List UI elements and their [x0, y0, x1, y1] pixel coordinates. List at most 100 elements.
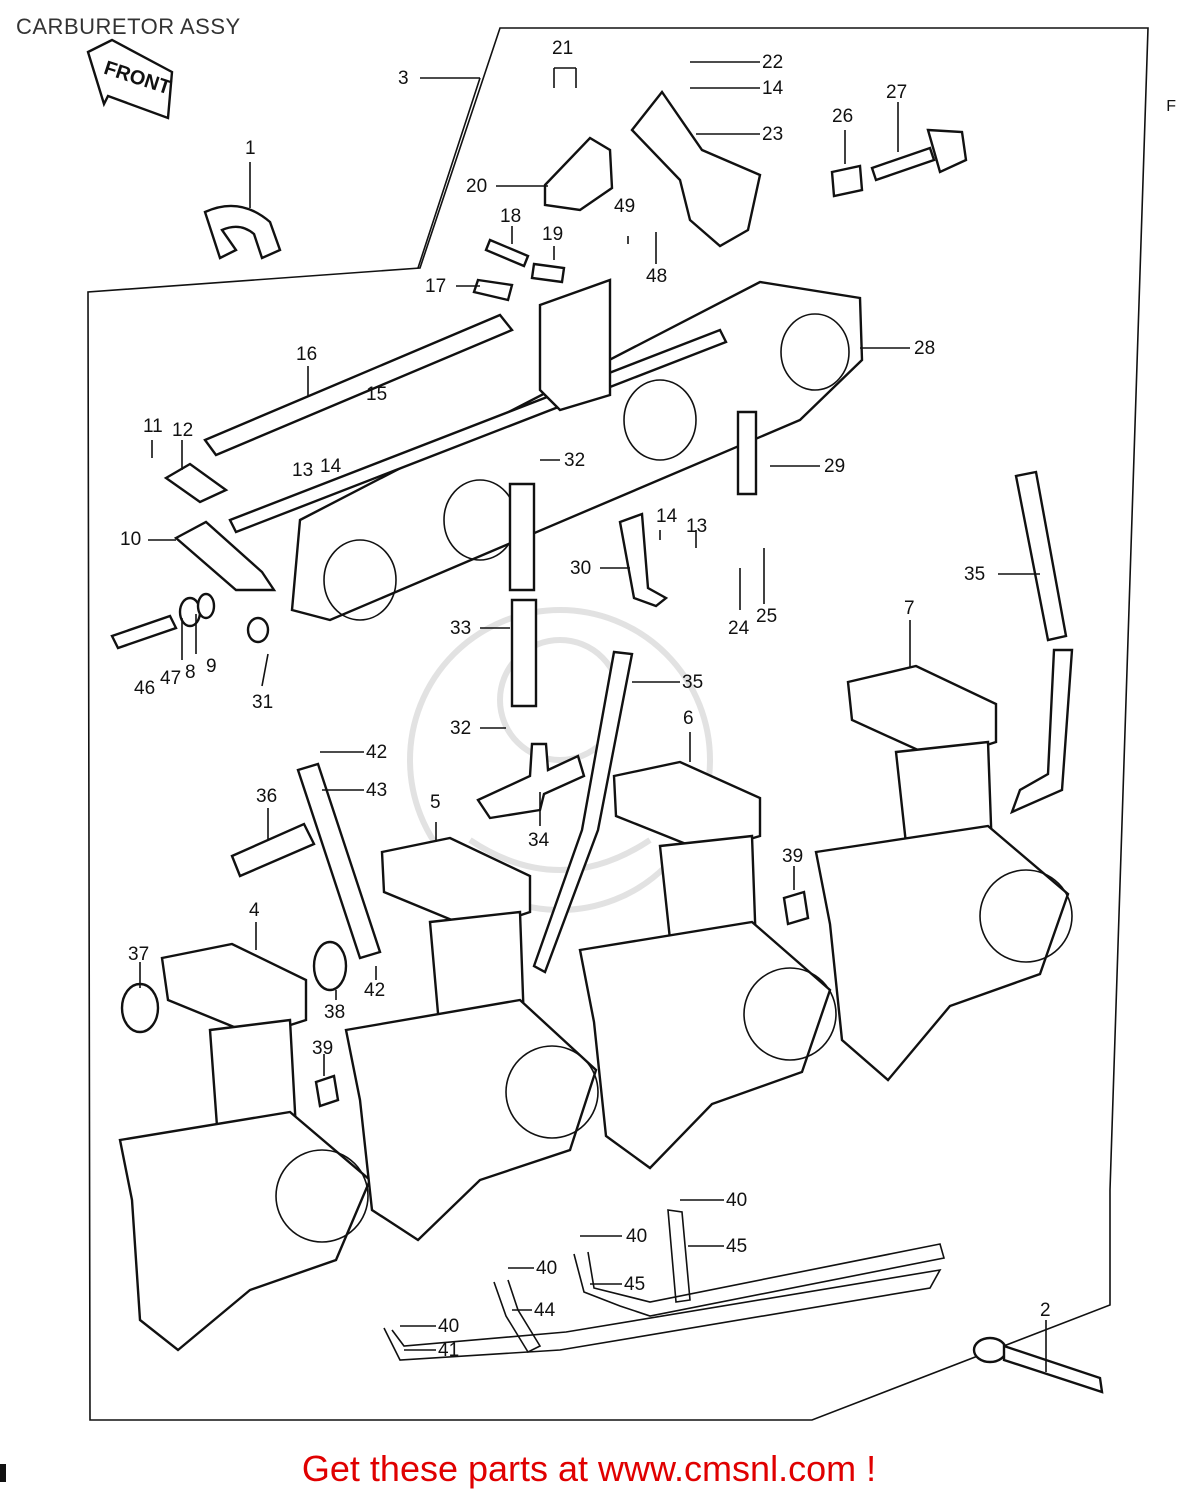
part-36-fitting: [230, 822, 316, 878]
part-30-bracket: [618, 512, 669, 608]
callout-27: 27: [886, 82, 907, 103]
part-35-hose-center: [532, 650, 634, 974]
callout-43: 43: [366, 780, 387, 801]
part-2-hook: [972, 1336, 1104, 1394]
part-37-cap: [120, 982, 160, 1034]
callout-9: 9: [206, 656, 217, 677]
callout-39a: 39: [312, 1038, 333, 1059]
panel-outline: [87, 27, 1149, 1421]
callout-17: 17: [425, 276, 446, 297]
part-39-collar-left: [314, 1074, 340, 1108]
part-7-carburetor: [814, 664, 1073, 1082]
part-34-tee-fitting: [476, 742, 586, 820]
callout-47: 47: [160, 668, 181, 689]
callout-46: 46: [134, 678, 155, 699]
part-26-spring: [830, 164, 864, 198]
callout-23: 23: [762, 124, 783, 145]
callout-16: 16: [296, 344, 317, 365]
part-5-carburetor: [344, 836, 599, 1242]
callout-41: 41: [438, 1340, 459, 1361]
callout-1: 1: [245, 138, 256, 159]
callout-32b: 32: [450, 718, 471, 739]
callout-44: 44: [534, 1300, 556, 1321]
part-27-adjust-screw: [870, 128, 968, 182]
callout-25: 25: [756, 606, 777, 627]
callout-34: 34: [528, 830, 550, 851]
callout-19: 19: [542, 224, 563, 245]
part-19-spring: [530, 262, 566, 284]
callout-29: 29: [824, 456, 845, 477]
callout-5: 5: [430, 792, 441, 813]
part-39-collar-right: [782, 890, 810, 926]
callout-36: 36: [256, 786, 277, 807]
part-18-screw: [484, 238, 530, 268]
callout-2: 2: [1040, 1300, 1051, 1321]
callout-11: 11: [143, 416, 163, 437]
callout-14b: 14: [656, 506, 678, 527]
callout-35b: 35: [682, 672, 703, 693]
part-29-spring: [736, 410, 758, 496]
part-44-hose: [493, 1279, 542, 1354]
callout-48: 48: [646, 266, 667, 287]
part-38-grommet: [312, 940, 348, 992]
callout-12: 12: [172, 420, 193, 441]
callout-24: 24: [728, 618, 750, 639]
part-33-hose-upper: [508, 482, 536, 592]
callout-18: 18: [500, 206, 521, 227]
part-43-hose: [296, 762, 382, 960]
callout-26: 26: [832, 106, 853, 127]
callout-14c: 14: [762, 78, 784, 99]
part-bracket-top: [538, 278, 612, 412]
part-10-bracket: [173, 520, 277, 592]
callout-15: 15: [366, 384, 387, 405]
callout-39b: 39: [782, 846, 803, 867]
part-23-plate: [630, 89, 762, 248]
part-35-hose-right-lower: [1009, 648, 1074, 815]
callout-10: 10: [120, 529, 141, 550]
part-28-manifold-plate: [290, 280, 864, 622]
callout-4: 4: [249, 900, 260, 921]
callout-35a: 35: [964, 564, 985, 585]
part-8-washer: [178, 596, 202, 628]
callout-22: 22: [762, 52, 783, 73]
footer-link[interactable]: Get these parts at www.cmsnl.com !: [301, 1448, 877, 1489]
callout-20: 20: [466, 176, 487, 197]
callout-14a: 14: [320, 456, 342, 477]
part-33-hose-lower: [510, 598, 538, 708]
callout-labels: 1 2 3 4 5 6 7 8 9 10 11 12 13 13 14 14 1…: [120, 38, 1051, 1361]
callout-42b: 42: [364, 980, 385, 1001]
part-17-spring: [472, 278, 514, 302]
callout-45b: 45: [726, 1236, 747, 1257]
callout-7: 7: [904, 598, 915, 619]
callout-45a: 45: [624, 1274, 645, 1295]
corner-mark: [0, 1464, 6, 1482]
callout-40d: 40: [438, 1316, 459, 1337]
callout-31: 31: [252, 692, 273, 713]
callout-37: 37: [128, 944, 149, 965]
part-45-hose-right: [667, 1209, 691, 1303]
part-45-hose-left: [573, 1243, 946, 1317]
part-1-clip: [203, 204, 282, 260]
part-41-hose: [383, 1268, 942, 1361]
page-title: CARBURETOR ASSY: [16, 14, 241, 39]
part-31-screw: [246, 616, 270, 644]
callout-40a: 40: [726, 1190, 747, 1211]
edge-fragment-text: F: [1166, 98, 1176, 115]
callout-32a: 32: [564, 450, 585, 471]
part-35-hose-right: [1014, 470, 1068, 642]
callout-13b: 13: [686, 516, 707, 537]
callout-21: 21: [552, 38, 573, 59]
part-6-carburetor: [578, 760, 837, 1170]
callout-38: 38: [324, 1002, 345, 1023]
part-4-carburetor: [118, 942, 372, 1352]
part-20-lever: [543, 136, 614, 212]
callout-30: 30: [570, 558, 591, 579]
callout-49: 49: [614, 196, 635, 217]
leader-lines: [139, 61, 1047, 1372]
part-9-washer: [196, 592, 216, 620]
callout-6: 6: [683, 708, 694, 729]
callout-13a: 13: [292, 460, 313, 481]
callout-40b: 40: [626, 1226, 647, 1247]
part-46-screw: [110, 614, 178, 650]
callout-8: 8: [185, 662, 196, 683]
